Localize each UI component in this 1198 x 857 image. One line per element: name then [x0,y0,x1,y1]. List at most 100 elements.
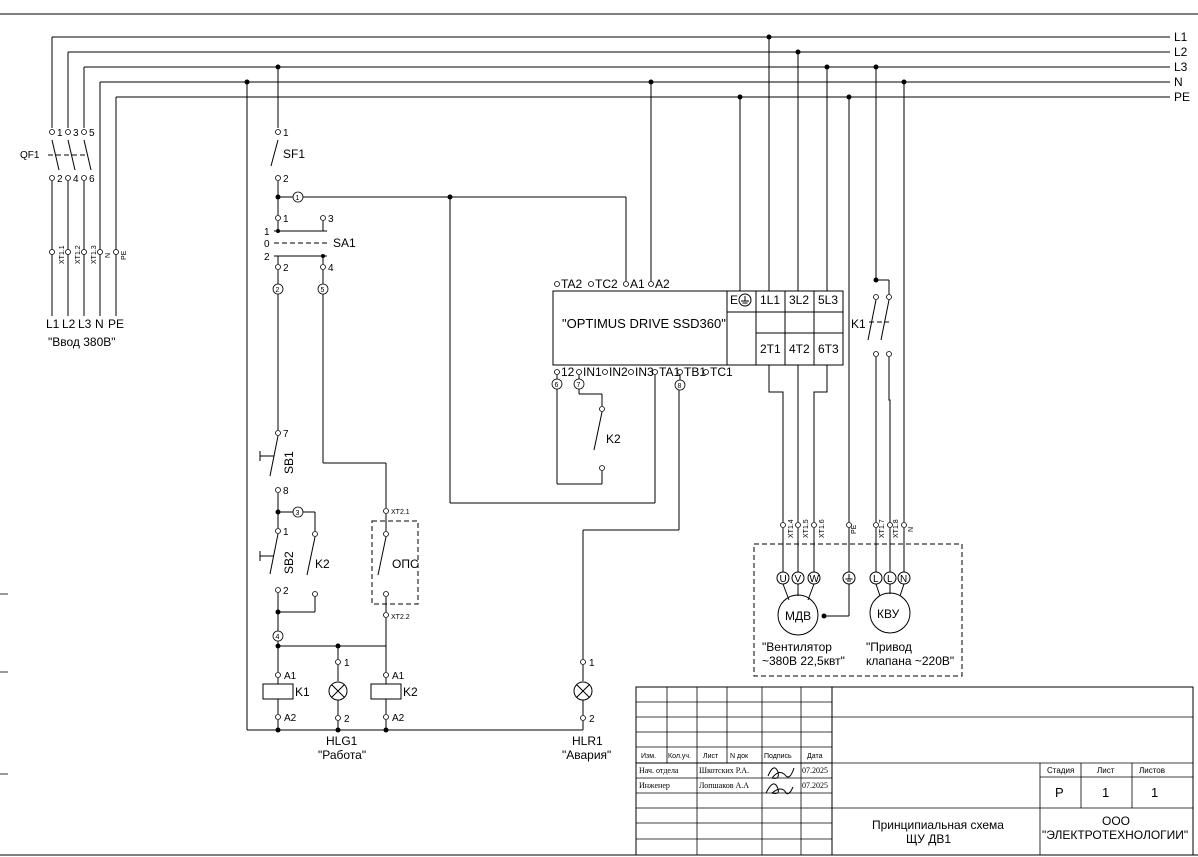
valve-label: КВУ [877,607,900,621]
ops-terminal-1: XT2.1 [391,509,410,516]
qf1-pole-3: 3 [73,128,79,139]
drive-power-out-2t1: 2T1 [760,342,781,356]
hlr1-terminal-1: 1 [589,658,595,669]
load-terminal-n: N [908,527,915,532]
input-breaker-qf1: 1 3 5 QF1 2 4 6 XT1.1 XT1.2 XT1.3 N PE L… [20,37,128,349]
ops-label: ОПС [392,557,419,571]
sf1-terminal-1: 1 [283,128,289,139]
k1-valve-label: K1 [851,317,866,331]
tb-header-izm: Изм. [641,753,656,760]
sb2-label: SB2 [282,551,296,574]
motor-caption-line1: "Вентилятор [762,640,832,654]
input-terminal-n: N [105,253,112,258]
sa1-position-1: 1 [264,227,270,238]
motor-caption-line2: ~380В 22,5квт" [762,654,845,668]
sa1-terminal-3: 3 [328,214,334,225]
motor-pin-w: W [810,574,820,585]
drive-power-in-5l3: 5L3 [818,293,838,307]
motor-label: МДВ [785,609,811,623]
k1-coil-a1: A1 [284,671,297,682]
drive-term-in2: IN2 [609,365,628,379]
sb2-terminal-1: 1 [283,527,289,538]
output-devices: A1 K1 A2 1 2 HLG1 "Работа" A1 K2 A2 [262,390,680,762]
tb-header-list: Лист [703,753,719,760]
drive-term-a2: A2 [655,277,670,291]
tb-company-line2: "ЭЛЕКТРОТЕХНОЛОГИИ" [1042,828,1188,842]
tb-date-2: 07.2025 [802,781,828,790]
load-terminal-pe: PE [851,524,858,534]
node-5: 5 [321,287,325,294]
drive-term-in3: IN3 [635,365,654,379]
input-terminal-pe: PE [121,250,128,260]
hlr1-label: HLR1 [572,734,603,748]
tb-date-1: 07.2025 [802,766,828,775]
bus-label-l1: L1 [1174,30,1188,44]
load-terminal-xt17: XT1.7 [879,519,886,538]
valve-caption-line2: клапана ~220В" [866,654,954,668]
drive-term-tc1: TC1 [710,365,733,379]
ops-box [371,520,419,605]
load-terminal-xt16: XT1.6 [819,519,826,538]
drive-k2-label: K2 [606,432,621,446]
sf1-label: SF1 [283,147,305,161]
input-label-n: N [95,317,104,331]
k2-coil-a1: A1 [392,671,405,682]
bus-label-n: N [1174,75,1183,89]
hlg1-terminal-2: 2 [344,714,350,725]
k2-coil [370,683,402,700]
qf1-pole-5: 5 [89,128,95,139]
tb-stage-header: Стадия [1047,766,1074,775]
bus-label-l3: L3 [1174,60,1188,74]
k1-valve-contacts: K1 [846,64,907,522]
k1-coil-a2: A2 [284,713,297,724]
drive-term-in1: IN1 [583,365,602,379]
drive-term-tc2: TC2 [595,277,618,291]
load-terminal-xt15: XT1.5 [803,519,810,538]
motor-pin-u: U [780,574,787,585]
tb-title-line1: Принципиальная схема [872,818,1004,832]
motor-mdv [777,594,819,636]
drive-power-out-6t3: 6T3 [818,342,839,356]
valve-pin-n: N [900,574,907,585]
tb-sheets-header: Листов [1139,766,1165,775]
k2-coil-label: K2 [403,685,418,699]
node-8: 8 [678,383,682,390]
qf1-pole-2: 2 [57,174,63,185]
tb-name-2: Лопшаков А.А [699,781,749,790]
tb-role-1: Нач. отдела [639,766,679,775]
qf1-pole-4: 4 [73,174,79,185]
valve-pin-l2: L [887,574,893,585]
hlr1-caption: "Авария" [562,748,611,762]
k1-coil-label: K1 [295,685,310,699]
sa1-label: SA1 [333,236,356,250]
drive-name: "OPTIMUS DRIVE SSD360" [562,316,726,331]
sb2-terminal-2: 2 [283,586,289,597]
hlg1-terminal-1: 1 [344,658,350,669]
bus-label-pe: PE [1174,90,1190,104]
qf1-pole-1: 1 [57,128,63,139]
motor-pin-v: V [795,574,802,585]
ops-terminal-2: XT2.2 [391,614,410,621]
k1-coil [262,683,294,700]
input-terminal-2: XT1.2 [75,245,82,264]
supply-buses: L1 L2 L3 N PE [52,30,1190,104]
drive-term-ta2: TA2 [561,277,582,291]
valve-caption-line1: "Привод [866,640,912,654]
sb1-terminal-8: 8 [283,486,289,497]
tb-stage: Р [1055,785,1064,800]
input-label-l2: L2 [62,317,76,331]
tb-header-sign: Подпись [764,753,792,760]
input-label-l1: L1 [46,317,60,331]
hlg1-label: HLG1 [326,734,358,748]
drive-term-ta1: TA1 [659,365,680,379]
sb1-label: SB1 [282,451,296,474]
loads-box [753,543,963,677]
signature-1 [767,767,795,779]
k2-selfhold-label: K2 [315,557,330,571]
sf1-terminal-2: 2 [283,174,289,185]
tb-header-kolvo: Кол.уч. [668,753,691,760]
input-label-l3: L3 [78,317,92,331]
node-4: 4 [276,634,280,641]
sa1-terminal-2: 2 [283,263,289,274]
tb-header-ndoc: N док [730,753,749,760]
